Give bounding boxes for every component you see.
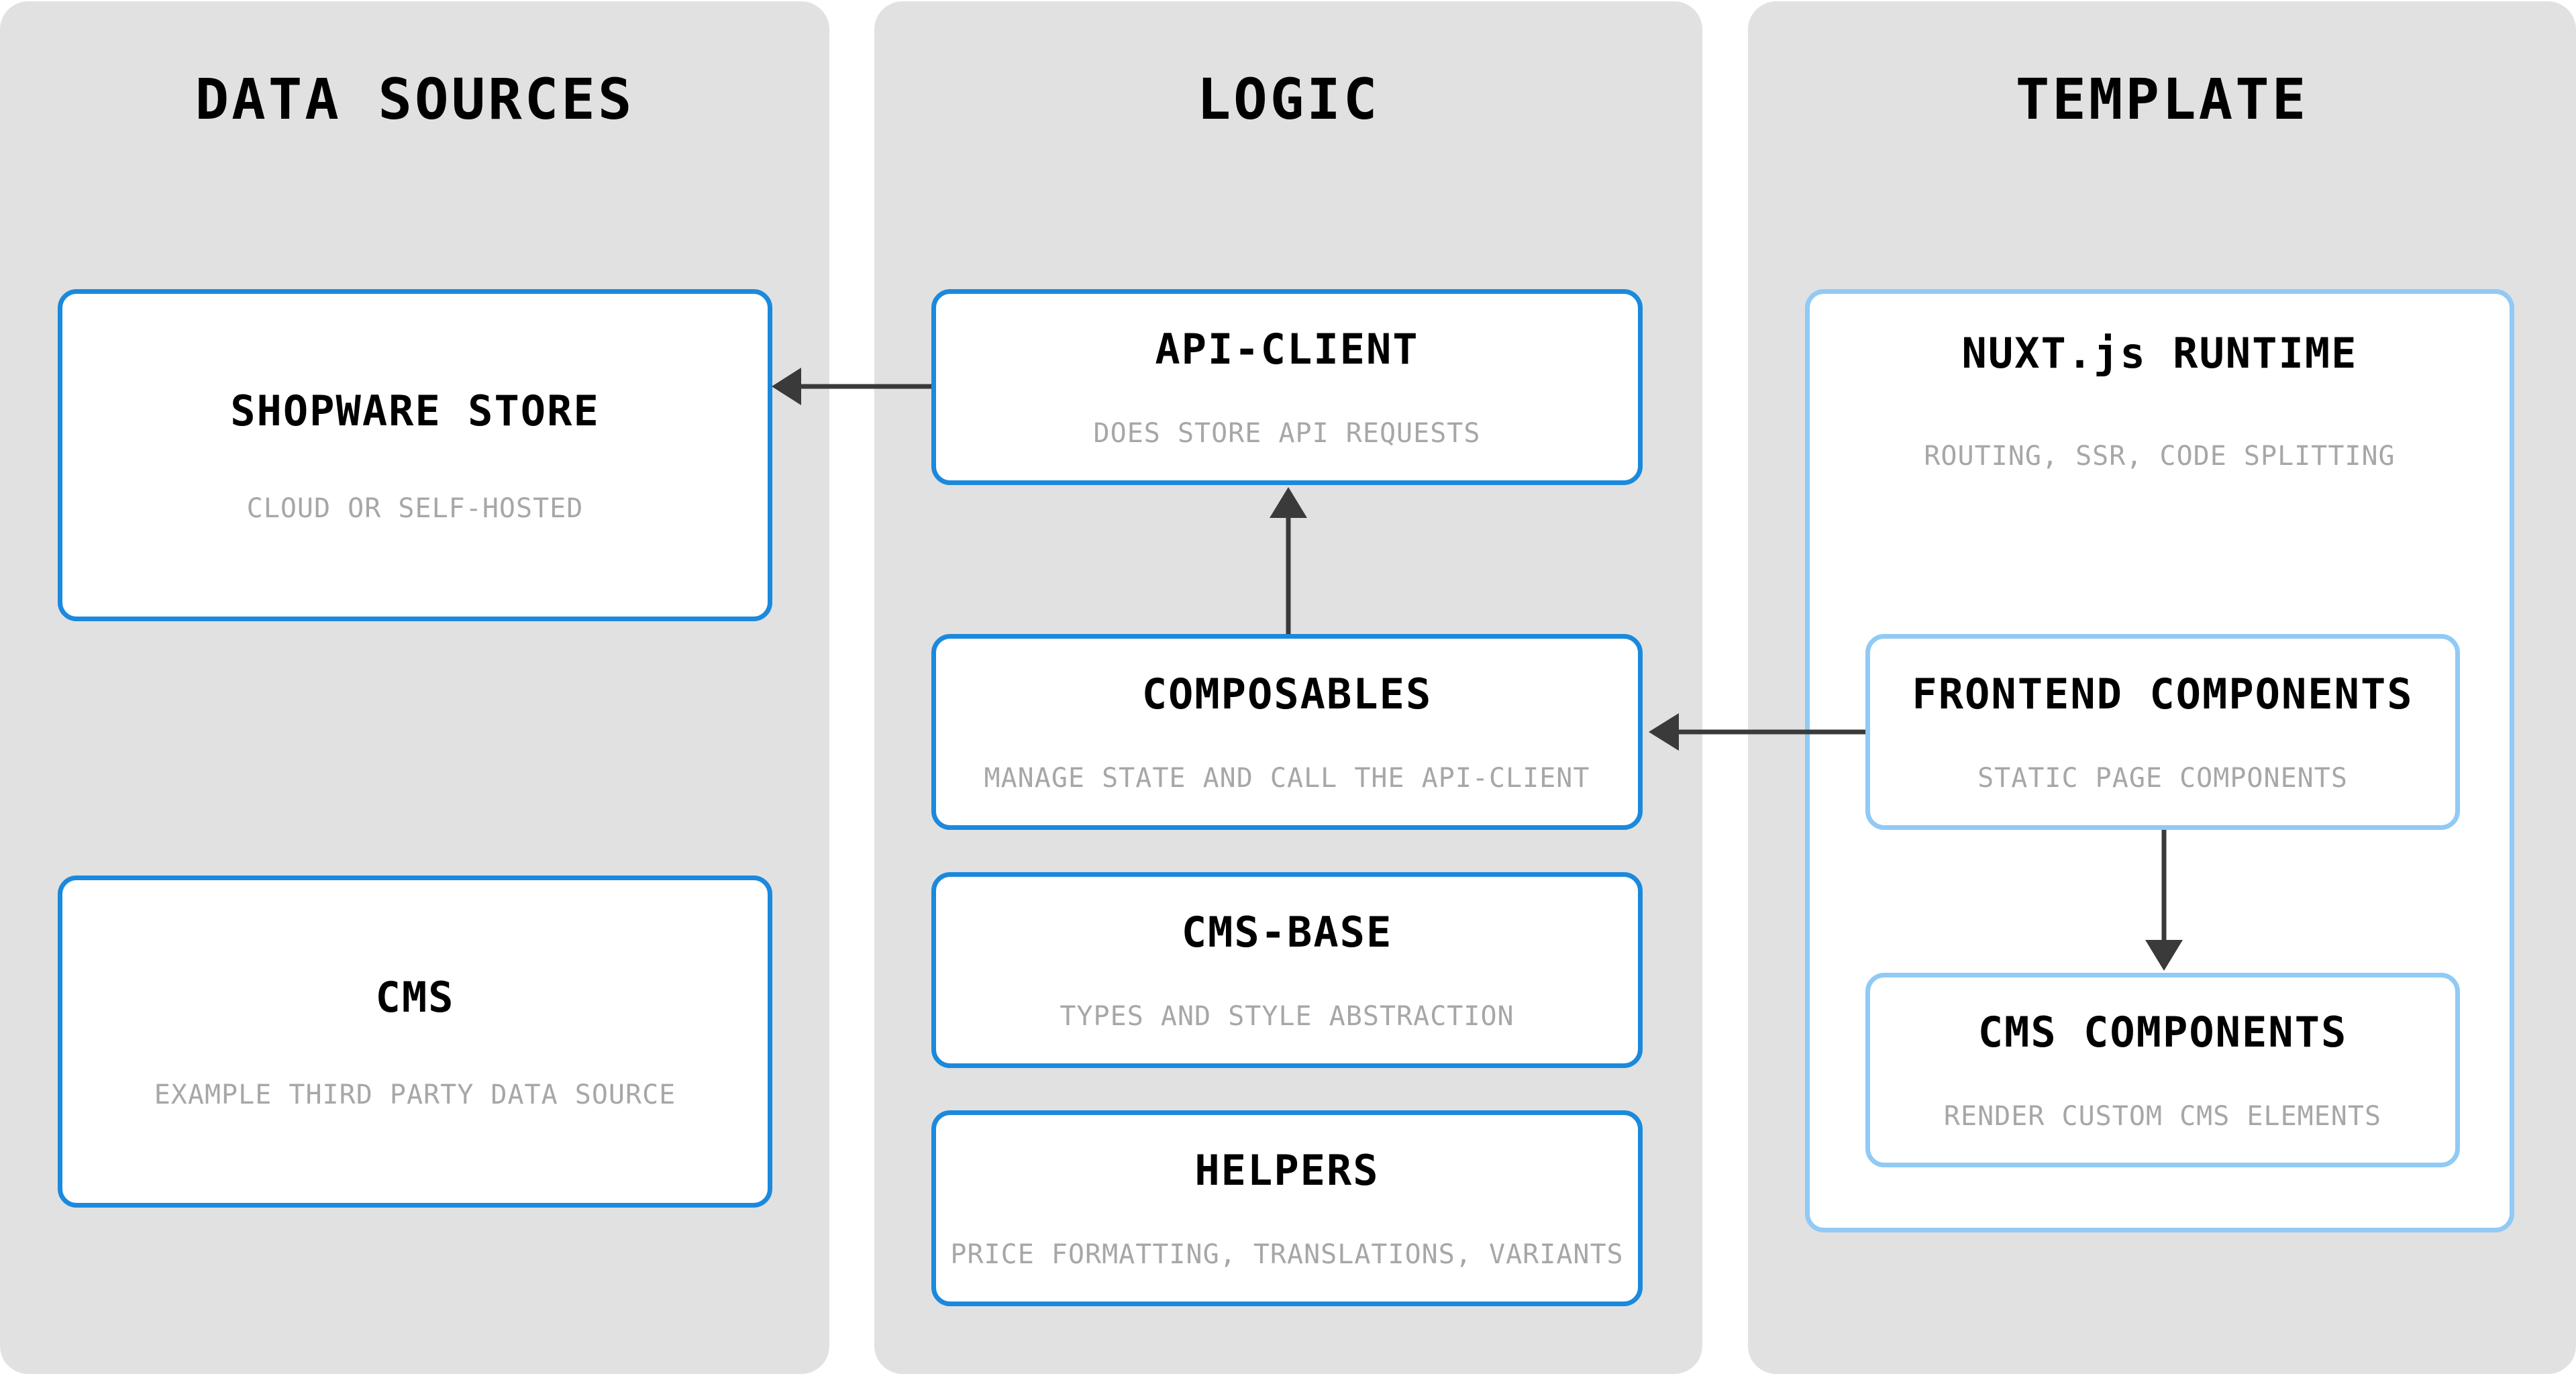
box-title: API-CLIENT: [1155, 325, 1419, 374]
box-api-client: API-CLIENT DOES STORE API REQUESTS: [931, 289, 1643, 485]
box-composables: COMPOSABLES MANAGE STATE AND CALL THE AP…: [931, 634, 1643, 830]
box-title: CMS COMPONENTS: [1977, 1008, 2348, 1057]
box-helpers: HELPERS PRICE FORMATTING, TRANSLATIONS, …: [931, 1110, 1643, 1306]
box-title: SHOPWARE STORE: [230, 386, 600, 435]
box-subtitle: MANAGE STATE AND CALL THE API-CLIENT: [984, 763, 1590, 794]
box-frontend-components: FRONTEND COMPONENTS STATIC PAGE COMPONEN…: [1865, 634, 2460, 830]
column-header-data-sources: DATA SOURCES: [195, 66, 635, 132]
box-cms-components: CMS COMPONENTS RENDER CUSTOM CMS ELEMENT…: [1865, 973, 2460, 1167]
box-subtitle: STATIC PAGE COMPONENTS: [1977, 763, 2348, 794]
box-subtitle: ROUTING, SSR, CODE SPLITTING: [1924, 441, 2395, 472]
box-title: NUXT.js RUNTIME: [1961, 329, 2358, 378]
box-subtitle: PRICE FORMATTING, TRANSLATIONS, VARIANTS: [950, 1239, 1624, 1270]
box-subtitle: DOES STORE API REQUESTS: [1093, 418, 1481, 449]
column-header-logic: LOGIC: [1196, 66, 1380, 132]
box-title: HELPERS: [1194, 1146, 1380, 1195]
box-subtitle: RENDER CUSTOM CMS ELEMENTS: [1943, 1101, 2382, 1132]
box-title: CMS-BASE: [1181, 908, 1393, 957]
column-header-template: TEMPLATE: [2015, 66, 2309, 132]
box-title: FRONTEND COMPONENTS: [1912, 670, 2414, 719]
box-cms: CMS EXAMPLE THIRD PARTY DATA SOURCE: [58, 876, 772, 1208]
box-title: CMS: [375, 972, 455, 1022]
box-cms-base: CMS-BASE TYPES AND STYLE ABSTRACTION: [931, 872, 1643, 1068]
box-subtitle: CLOUD OR SELF-HOSTED: [246, 492, 584, 524]
box-title: COMPOSABLES: [1141, 670, 1433, 719]
box-subtitle: TYPES AND STYLE ABSTRACTION: [1060, 1001, 1514, 1032]
box-subtitle: EXAMPLE THIRD PARTY DATA SOURCE: [154, 1079, 676, 1110]
box-shopware-store: SHOPWARE STORE CLOUD OR SELF-HOSTED: [58, 289, 772, 621]
